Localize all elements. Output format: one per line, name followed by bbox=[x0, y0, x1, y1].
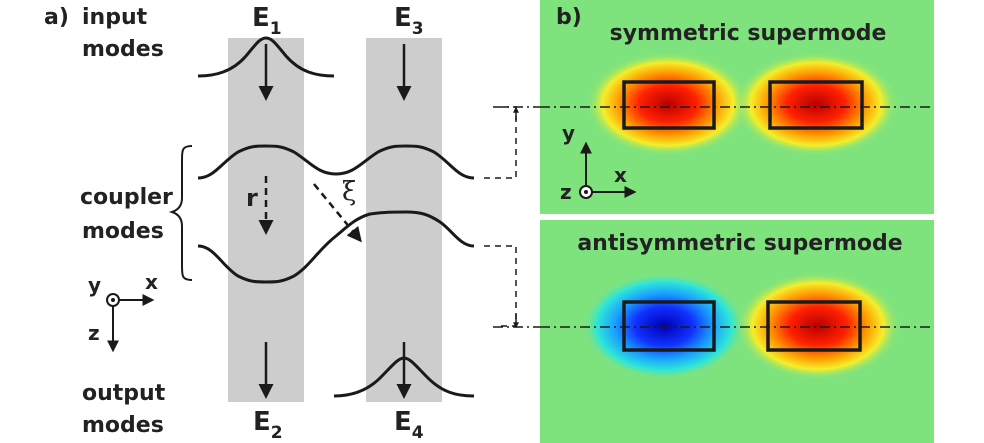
input-modes-label-1: input bbox=[82, 5, 148, 30]
antisymmetric-title: antisymmetric supermode bbox=[577, 231, 902, 256]
axis-b-x-label: x bbox=[614, 163, 627, 187]
symmetric-core-right bbox=[768, 80, 864, 130]
connector-antisymmetric bbox=[484, 245, 517, 327]
coupling-label: ξ bbox=[342, 177, 356, 207]
input-mode-profile bbox=[197, 36, 335, 78]
panel-a: a) input modes coupler modes output mode… bbox=[44, 3, 475, 443]
panel-a-tag: a) bbox=[44, 5, 69, 30]
antisymmetric-lobe-right bbox=[736, 272, 900, 380]
axis-b-z-label: z bbox=[560, 180, 572, 204]
field-e3-label: E3 bbox=[394, 3, 424, 39]
coupling-arrow bbox=[313, 183, 362, 243]
output-modes-label-2: modes bbox=[82, 413, 164, 438]
field-e1-label: E1 bbox=[252, 3, 282, 39]
reflection-label: r bbox=[246, 184, 258, 212]
axis-z-label: z bbox=[88, 321, 100, 345]
antisymmetric-core-left bbox=[622, 300, 716, 352]
axis-b-y-label: y bbox=[562, 121, 575, 145]
axis-x-label: x bbox=[145, 270, 158, 294]
symmetric-lobe-left bbox=[586, 52, 750, 156]
coupler-brace bbox=[168, 145, 193, 281]
symmetric-lobe-right bbox=[734, 52, 898, 156]
axis-y-label: y bbox=[88, 273, 101, 297]
field-e2-label: E2 bbox=[253, 407, 283, 443]
symmetric-title: symmetric supermode bbox=[610, 21, 887, 46]
connector-symmetric bbox=[484, 106, 517, 179]
coupler-modes-label-1: coupler bbox=[80, 185, 173, 210]
input-modes-label-2: modes bbox=[82, 37, 164, 62]
panel-b-tag: b) bbox=[556, 5, 582, 30]
coupler-modes-label-2: modes bbox=[82, 219, 164, 244]
panel-b: b) symmetric supermode antisymmetric sup… bbox=[540, 0, 934, 443]
antisymmetric-lobe-left bbox=[582, 272, 746, 380]
symmetric-core-left bbox=[622, 80, 716, 130]
output-modes-label-1: output bbox=[82, 381, 166, 406]
antisymmetric-core-right bbox=[766, 300, 862, 352]
connectors bbox=[484, 106, 540, 329]
coupler-mode-symmetric bbox=[197, 144, 475, 180]
field-e4-label: E4 bbox=[394, 407, 424, 443]
axes-panel-a: y x z bbox=[88, 270, 158, 353]
axes-panel-b: y x z bbox=[560, 121, 637, 204]
coupler-mode-antisymmetric bbox=[197, 210, 475, 284]
